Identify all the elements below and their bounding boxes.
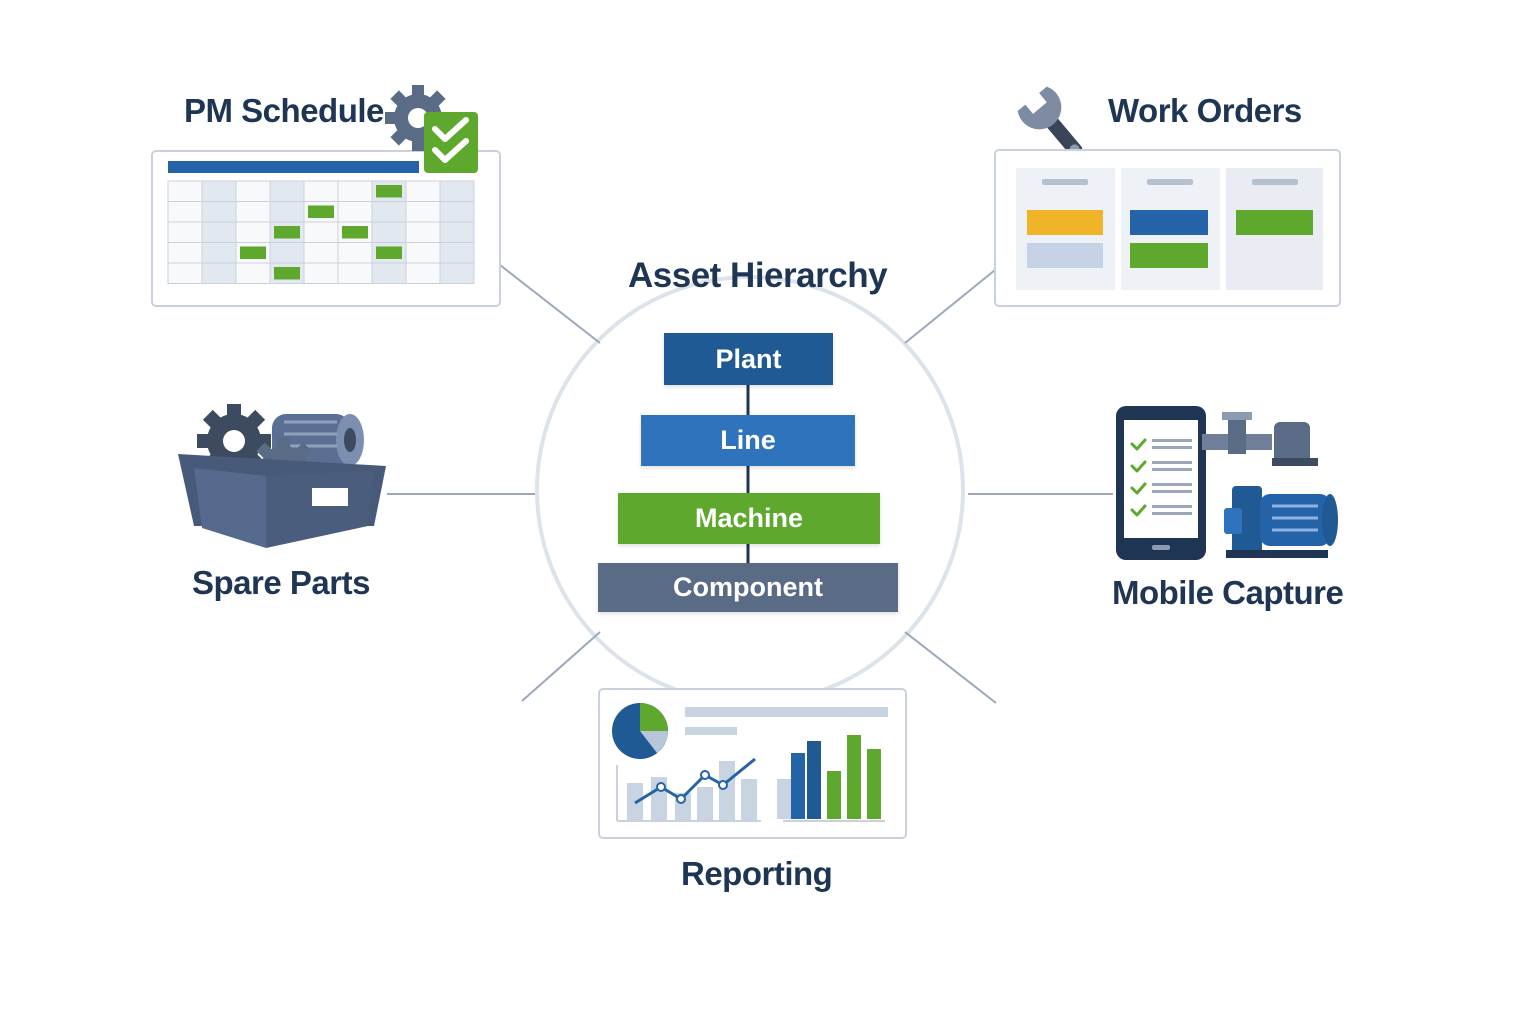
connector-reporting-right bbox=[904, 631, 997, 704]
hierarchy-level-plant: Plant bbox=[664, 333, 833, 385]
calendar-icon bbox=[151, 85, 501, 307]
connector-reporting-left bbox=[521, 631, 601, 702]
mobile-capture-label: Mobile Capture bbox=[1112, 574, 1344, 611]
connector-pm-schedule bbox=[499, 264, 601, 344]
pm-schedule-label: PM Schedule bbox=[184, 92, 384, 129]
parts-bin-icon bbox=[178, 404, 386, 548]
hierarchy-level-machine: Machine bbox=[618, 493, 880, 544]
hierarchy-level-line: Line bbox=[641, 415, 855, 466]
hierarchy-level-component: Component bbox=[598, 563, 898, 612]
spare-parts-label: Spare Parts bbox=[192, 564, 370, 601]
reporting-dashboard-icon bbox=[598, 688, 907, 839]
connector-work-orders bbox=[904, 269, 996, 344]
mobile-capture-icon bbox=[1116, 406, 1338, 560]
reporting-label: Reporting bbox=[681, 855, 833, 892]
asset-hierarchy-title: Asset Hierarchy bbox=[628, 256, 888, 295]
work-orders-board bbox=[994, 149, 1341, 307]
work-orders-label: Work Orders bbox=[1108, 92, 1302, 129]
